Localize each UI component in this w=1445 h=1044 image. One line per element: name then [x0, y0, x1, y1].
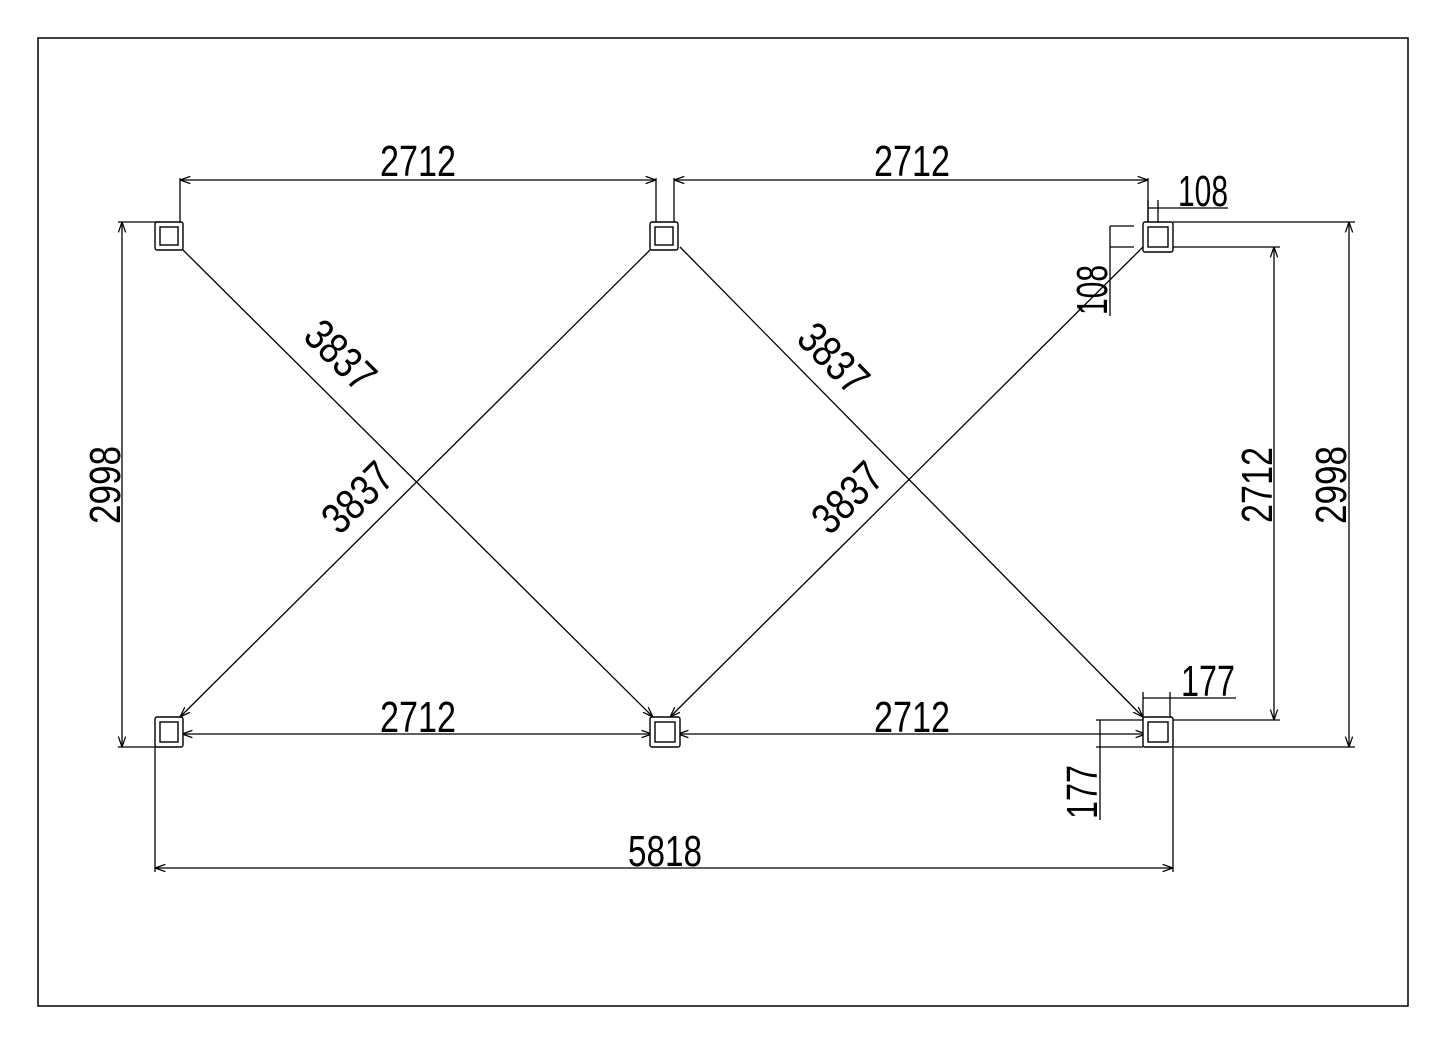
label-offset-bottom-horizontal: 177	[1181, 657, 1235, 706]
label-left-height: 2998	[81, 446, 130, 524]
post-top-left	[154, 221, 184, 251]
label-diagonal-mid-right: 3837	[802, 452, 893, 543]
overall-length-dimension	[154, 747, 1174, 872]
label-top-right-span: 2712	[874, 137, 950, 186]
label-bottom-left-span: 2712	[380, 693, 456, 742]
drawing-border	[37, 37, 1409, 1007]
label-top-left-span: 2712	[380, 137, 456, 186]
post-bottom-right	[1142, 716, 1174, 748]
bottom-right-offsets	[1096, 692, 1236, 820]
label-offset-top-vertical: 108	[1068, 265, 1117, 315]
post-bottom-left	[154, 716, 184, 748]
label-offset-bottom-vertical: 177	[1058, 765, 1107, 819]
label-right-outer-height: 2998	[1307, 446, 1356, 524]
brace-top-middle-to-bottom-left	[180, 246, 654, 717]
diagonal-braces	[180, 246, 1144, 717]
left-height-dimension	[118, 221, 160, 748]
label-right-inner-height: 2712	[1233, 447, 1282, 523]
label-diagonal-top-middle: 3837	[788, 313, 879, 404]
post-bottom-middle	[649, 716, 681, 748]
brace-top-middle-to-bottom-right	[679, 246, 1143, 717]
top-right-offsets	[1109, 200, 1228, 316]
label-offset-top-horizontal: 108	[1178, 167, 1228, 216]
post-top-right	[1142, 221, 1174, 253]
label-bottom-right-span: 2712	[874, 693, 950, 742]
right-height-dimensions	[1173, 221, 1355, 748]
brace-top-right-to-bottom-middle	[670, 246, 1144, 717]
top-dimensions	[179, 178, 1149, 222]
label-diagonal-top-left: 3837	[295, 310, 386, 401]
label-diagonal-mid-left: 3837	[312, 452, 403, 543]
posts	[154, 221, 1174, 748]
post-top-middle	[649, 221, 679, 251]
label-overall-length: 5818	[628, 827, 702, 876]
